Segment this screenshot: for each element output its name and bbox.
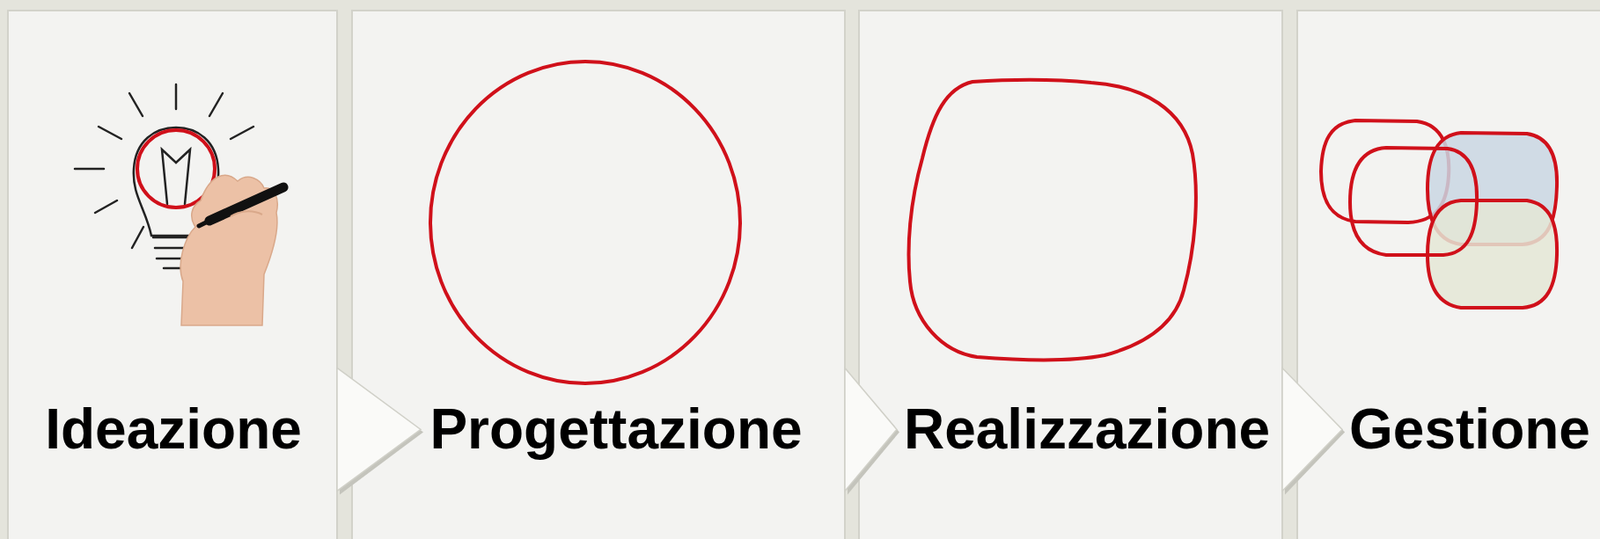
phase-label: Ideazione [44,396,302,464]
chevron-body [337,367,421,492]
phase-panel: Realizzazione [858,10,1283,539]
design-circle [430,61,741,384]
phase-label: Gestione [1349,396,1591,464]
phase-panel: Gestione [1297,10,1600,539]
hand-drawing [180,175,284,326]
chevron-body [1282,367,1343,492]
managed-shapes [1321,120,1557,309]
chevron-arrow [1282,367,1345,495]
chevron-arrow [337,367,424,495]
built-shape [909,80,1197,361]
panel-grounds [7,10,1600,539]
chevron-arrow [844,367,900,495]
phase-label: Progettazione [429,396,802,464]
chevron-body [844,367,897,492]
phase-label: Realizzazione [903,396,1270,464]
phase-panel: Ideazione [7,10,338,539]
phase-panel: Progettazione [352,10,845,539]
